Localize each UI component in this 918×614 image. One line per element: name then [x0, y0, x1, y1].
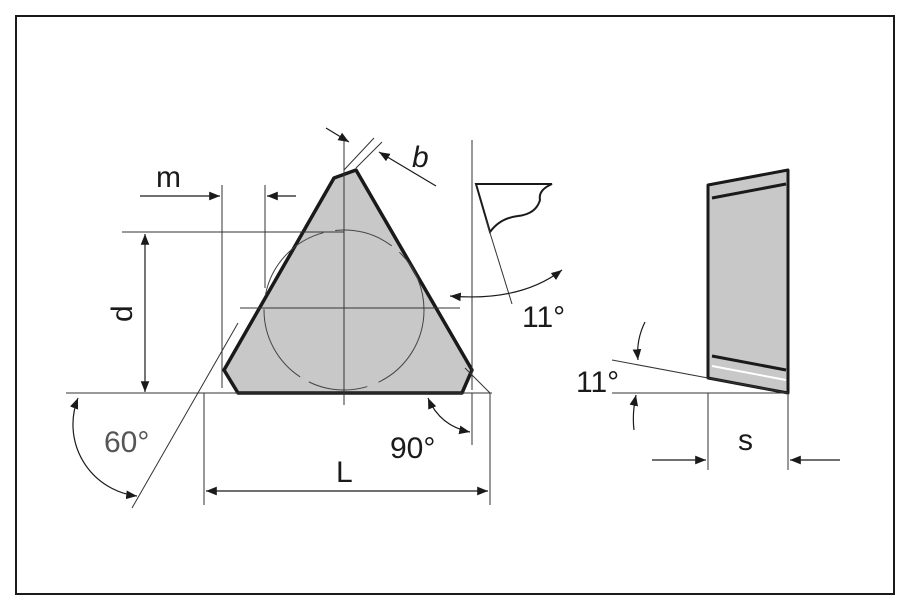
- dimension-90-angle: [427, 393, 473, 445]
- insert-body: [222, 168, 474, 395]
- label-s: s: [738, 424, 753, 457]
- label-60: 60°: [104, 426, 149, 459]
- section-profile: [474, 183, 553, 235]
- dimension-11-side: [611, 321, 789, 431]
- dimension-b: [325, 127, 437, 187]
- dimension-m: [140, 185, 296, 388]
- dimension-L: [203, 367, 491, 505]
- label-d: d: [106, 305, 139, 322]
- label-11-side: 11°: [576, 366, 619, 399]
- side-view-insert: [706, 168, 790, 395]
- dimension-s: [652, 393, 840, 470]
- dimension-60-angle: [66, 322, 492, 509]
- label-b: b: [412, 141, 429, 174]
- label-L: L: [336, 456, 353, 489]
- label-11-top: 11°: [522, 301, 565, 334]
- dimension-d: [122, 231, 344, 392]
- triangle-insert: [222, 138, 474, 405]
- side-section-detail: [449, 140, 563, 390]
- label-m: m: [156, 161, 181, 194]
- label-90: 90°: [390, 432, 435, 465]
- side-view-body: [706, 168, 790, 395]
